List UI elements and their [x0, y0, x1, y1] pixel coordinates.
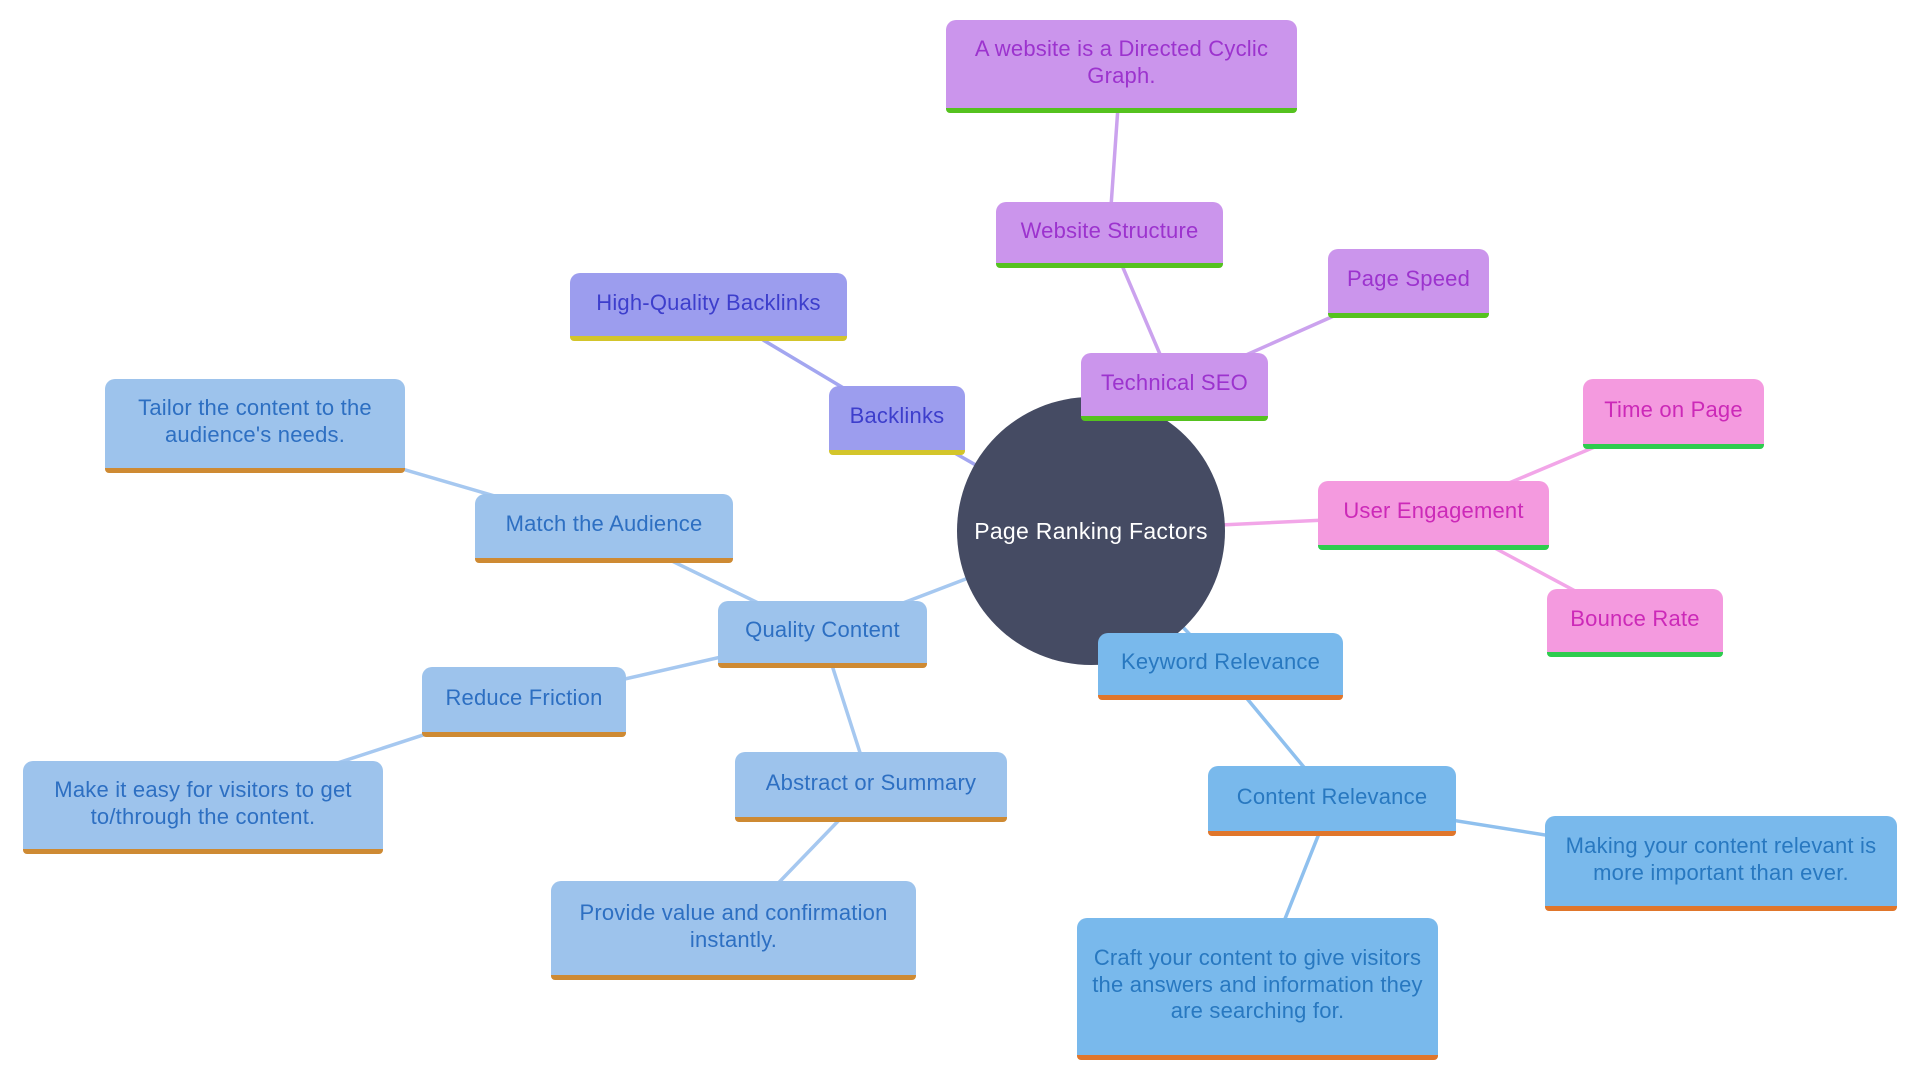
- node-label: Backlinks: [849, 403, 945, 429]
- node-make-it-easy[interactable]: Make it easy for visitors to get to/thro…: [23, 761, 383, 854]
- node-label: Reduce Friction: [445, 684, 603, 710]
- node-match-the-audience[interactable]: Match the Audience: [475, 494, 733, 563]
- node-website-structure[interactable]: Website Structure: [996, 202, 1223, 268]
- node-label: Match the Audience: [505, 511, 703, 537]
- node-label: Provide value and confirmation instantly…: [579, 899, 888, 952]
- node-high-quality-backlinks[interactable]: High-Quality Backlinks: [570, 273, 847, 341]
- central-node-page-ranking-factors[interactable]: Page Ranking Factors: [957, 397, 1225, 665]
- node-label: Content Relevance: [1236, 783, 1428, 809]
- central-node-label: Page Ranking Factors: [974, 517, 1208, 544]
- node-directed-cyclic-graph[interactable]: A website is a Directed Cyclic Graph.: [946, 20, 1297, 113]
- node-label: Making your content relevant is more imp…: [1565, 832, 1877, 885]
- node-making-content-relevant[interactable]: Making your content relevant is more imp…: [1545, 816, 1897, 911]
- node-technical-seo[interactable]: Technical SEO: [1081, 353, 1268, 421]
- node-label: A website is a Directed Cyclic Graph.: [974, 35, 1269, 88]
- node-abstract-or-summary[interactable]: Abstract or Summary: [735, 752, 1007, 822]
- node-provide-value[interactable]: Provide value and confirmation instantly…: [551, 881, 916, 980]
- node-page-speed[interactable]: Page Speed: [1328, 249, 1489, 318]
- node-bounce-rate[interactable]: Bounce Rate: [1547, 589, 1723, 657]
- node-label: Technical SEO: [1101, 369, 1248, 395]
- node-label: Bounce Rate: [1570, 605, 1700, 631]
- node-label: High-Quality Backlinks: [596, 289, 821, 315]
- node-time-on-page[interactable]: Time on Page: [1583, 379, 1764, 449]
- node-content-relevance[interactable]: Content Relevance: [1208, 766, 1456, 836]
- node-label: Abstract or Summary: [765, 769, 977, 795]
- node-quality-content[interactable]: Quality Content: [718, 601, 927, 668]
- node-label: User Engagement: [1343, 498, 1524, 524]
- node-label: Craft your content to give visitors the …: [1092, 944, 1423, 1024]
- node-craft-your-content[interactable]: Craft your content to give visitors the …: [1077, 918, 1438, 1060]
- node-label: Time on Page: [1604, 396, 1743, 422]
- node-tailor-content[interactable]: Tailor the content to the audience's nee…: [105, 379, 405, 473]
- node-label: Tailor the content to the audience's nee…: [138, 395, 372, 447]
- node-backlinks[interactable]: Backlinks: [829, 386, 965, 455]
- node-keyword-relevance[interactable]: Keyword Relevance: [1098, 633, 1343, 700]
- node-label: Website Structure: [1020, 217, 1199, 243]
- node-label: Make it easy for visitors to get to/thro…: [54, 776, 352, 829]
- node-label: Keyword Relevance: [1120, 649, 1321, 675]
- node-user-engagement[interactable]: User Engagement: [1318, 481, 1549, 550]
- node-reduce-friction[interactable]: Reduce Friction: [422, 667, 626, 737]
- node-label: Page Speed: [1346, 266, 1471, 292]
- node-label: Quality Content: [745, 617, 900, 643]
